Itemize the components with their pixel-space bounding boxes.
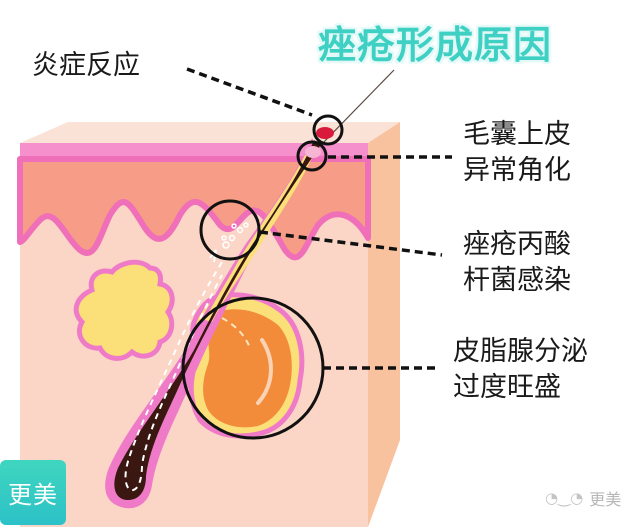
inflammation-spot [316, 127, 334, 139]
label-bacteria-line2: 杆菌感染 [463, 265, 571, 296]
label-sebum-line2: 过度旺盛 [453, 372, 561, 403]
label-keratinization-line1: 毛囊上皮 [463, 119, 571, 150]
hair-shaft [114, 140, 320, 500]
gland-flow-dashes [221, 317, 251, 349]
sebaceous-gland [203, 309, 292, 428]
leader-lines [186, 67, 452, 370]
callout-circle-bacteria [199, 199, 261, 261]
label-sebum-line1: 皮脂腺分泌 [453, 336, 588, 367]
sebum-cluster-left [73, 259, 175, 361]
label-bacteria-line1: 痤疮丙酸 [463, 229, 571, 260]
label-bacteria: 痤疮丙酸 杆菌感染 [463, 227, 571, 299]
epidermis-layer [20, 143, 368, 159]
gland-highlight [256, 338, 273, 405]
callout-circle-keratinization [296, 140, 328, 172]
label-sebum: 皮脂腺分泌 过度旺盛 [453, 334, 588, 406]
label-keratinization: 毛囊上皮 异常角化 [463, 117, 571, 189]
dermis-layer [17, 156, 371, 261]
diagram-title: 痤疮形成原因 [318, 23, 553, 67]
brand-logo: 更美 [0, 460, 66, 525]
bacteria-dots [221, 222, 249, 249]
flow-arrow [209, 249, 217, 263]
label-keratinization-line2: 异常角化 [463, 155, 571, 186]
label-inflammation: 炎症反应 [32, 50, 140, 81]
watermark-text: 更美 [589, 490, 622, 509]
watermark: ◔‿◔ 更美 [545, 486, 621, 510]
callout-circle-inflammation [312, 114, 344, 146]
keratin-plug [305, 146, 321, 158]
skin-side-face [368, 122, 400, 527]
wechat-icon: ◔‿◔ [545, 489, 584, 507]
skin-top-face [20, 122, 400, 143]
hair-flow-dashes [124, 261, 223, 492]
